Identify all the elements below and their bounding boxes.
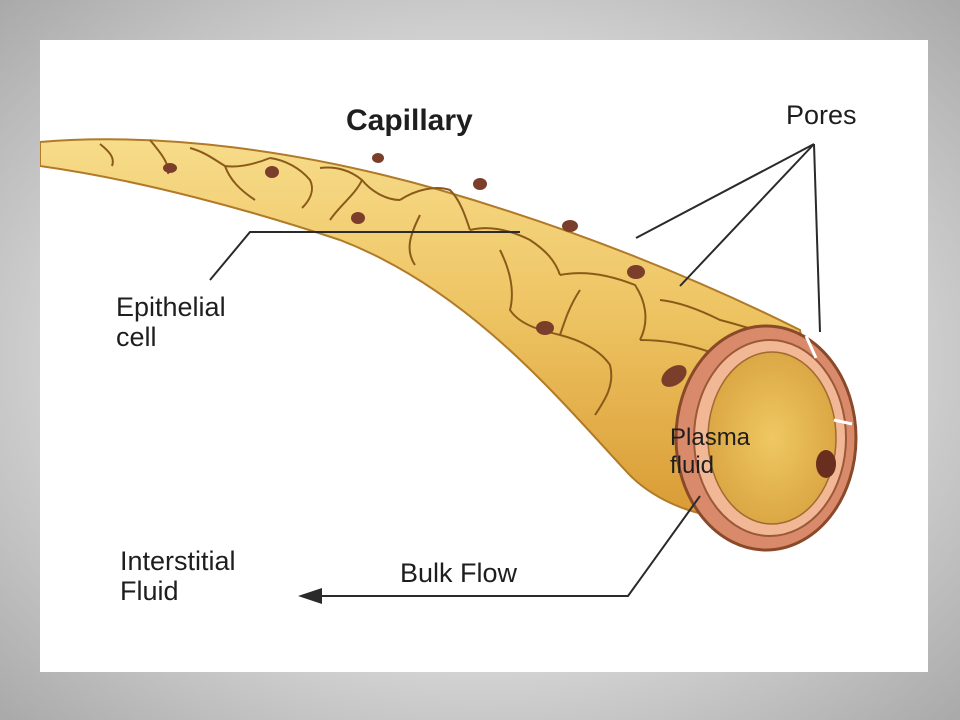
label-interstitial-line2: Fluid: [120, 576, 179, 606]
label-bulk-flow: Bulk Flow: [400, 558, 518, 588]
label-interstitial-fluid: Interstitial Fluid: [120, 546, 236, 606]
capillary-illustration: [40, 138, 858, 604]
label-epithelial-line1: Epithelial: [116, 292, 226, 322]
leader-lines: [209, 143, 821, 597]
label-epithelial-cell: Epithelial cell: [116, 292, 226, 352]
label-plasma-fluid: Plasma fluid: [670, 424, 750, 480]
label-epithelial-line2: cell: [116, 322, 157, 352]
epithelial-cell-borders: [99, 139, 771, 416]
capillary-lumen: [707, 351, 837, 525]
bulk-flow-arrowhead: [298, 588, 322, 604]
cell-nuclei: [163, 153, 645, 335]
label-plasma-line1: Plasma: [670, 424, 751, 451]
label-interstitial-line1: Interstitial: [120, 546, 236, 576]
label-plasma-line2: fluid: [670, 452, 715, 479]
slide-canvas: Capillary Pores Epithelial cell Plasma f…: [40, 40, 928, 672]
label-pores: Pores: [786, 100, 857, 130]
title-capillary: Capillary: [346, 104, 473, 137]
